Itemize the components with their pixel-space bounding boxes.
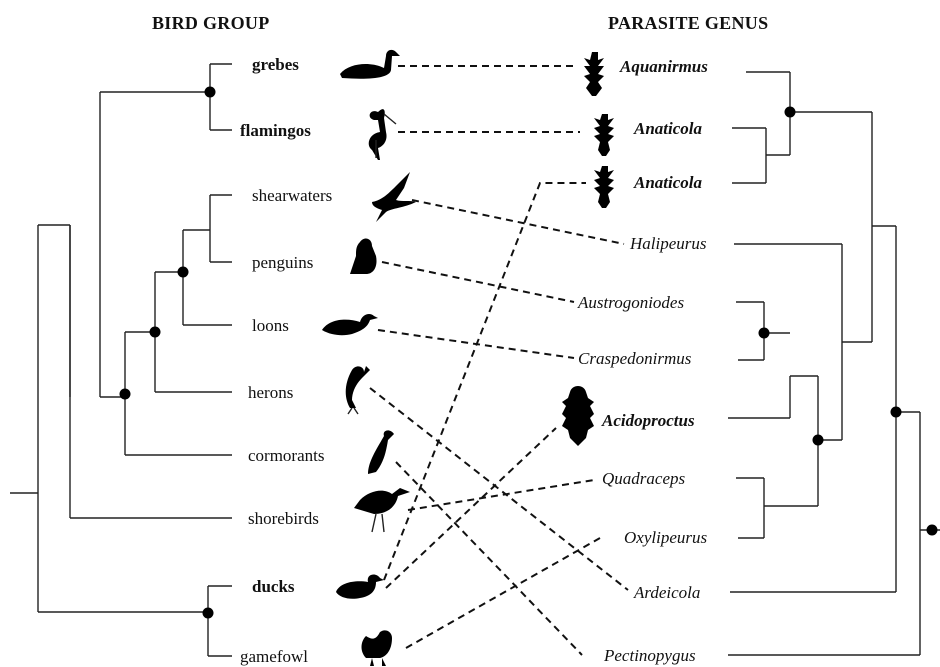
parasite-label-aquanirmus: Aquanirmus (619, 57, 708, 76)
parasite-label-ardeicola: Ardeicola (633, 583, 700, 602)
bird-node (205, 87, 216, 98)
bird-label-flamingos: flamingos (240, 121, 311, 140)
parasite-label-oxylipeurus: Oxylipeurus (624, 528, 707, 547)
bird-node (203, 608, 214, 619)
association-line (382, 262, 574, 302)
flamingo-icon (369, 109, 396, 160)
bird-label-shorebirds: shorebirds (248, 509, 319, 528)
association-line (406, 538, 600, 648)
louse-icon (584, 52, 604, 96)
bird-node (150, 327, 161, 338)
association-line (384, 183, 586, 580)
heron-icon (346, 366, 370, 414)
louse-icon (594, 114, 614, 156)
parasite-label-pectinopygus: Pectinopygus (603, 646, 696, 665)
bird-label-ducks: ducks (252, 577, 295, 596)
shearwater-icon (372, 172, 416, 222)
bird-node (120, 389, 131, 400)
parasite-node (891, 407, 902, 418)
association-line (396, 462, 582, 655)
parasite-node (813, 435, 824, 446)
bird-label-gamefowl: gamefowl (240, 647, 308, 666)
parasite-label-halipeurus: Halipeurus (629, 234, 707, 253)
parasite-node (927, 525, 938, 536)
bird-group-header: BIRD GROUP (152, 13, 270, 33)
parasite-label-austrogoniodes: Austrogoniodes (577, 293, 684, 312)
bird-label-shearwaters: shearwaters (252, 186, 332, 205)
parasite-node (785, 107, 796, 118)
bird-label-penguins: penguins (252, 253, 313, 272)
association-line (378, 330, 574, 358)
association-line (408, 480, 594, 510)
louse-icon (594, 166, 614, 208)
bird-label-herons: herons (248, 383, 293, 402)
duck-icon (336, 575, 384, 599)
cormorant-icon (368, 430, 394, 474)
parasite-label-craspedonirmus: Craspedonirmus (578, 349, 692, 368)
parasite-label-anaticola: Anaticola (633, 173, 703, 192)
parasite-label-quadraceps: Quadraceps (602, 469, 685, 488)
bird-node (178, 267, 189, 278)
parasite-genus-header: PARASITE GENUS (608, 13, 768, 33)
bird-label-cormorants: cormorants (248, 446, 324, 465)
bird-label-grebes: grebes (252, 55, 299, 74)
shorebird-icon (354, 488, 410, 532)
bird-label-loons: loons (252, 316, 289, 335)
parasite-label-anaticola: Anaticola (633, 119, 703, 138)
bird-phylogeny-tree (10, 64, 232, 656)
parasite-label-acidoproctus: Acidoproctus (601, 411, 695, 430)
penguin-icon (350, 239, 377, 274)
grebe-icon (340, 50, 400, 79)
parasite-phylogeny-tree (728, 72, 940, 655)
association-line (412, 200, 624, 244)
louse-wide-icon (562, 386, 594, 446)
parasite-node (759, 328, 770, 339)
loon-icon (322, 314, 378, 335)
gamefowl-icon (362, 630, 393, 666)
